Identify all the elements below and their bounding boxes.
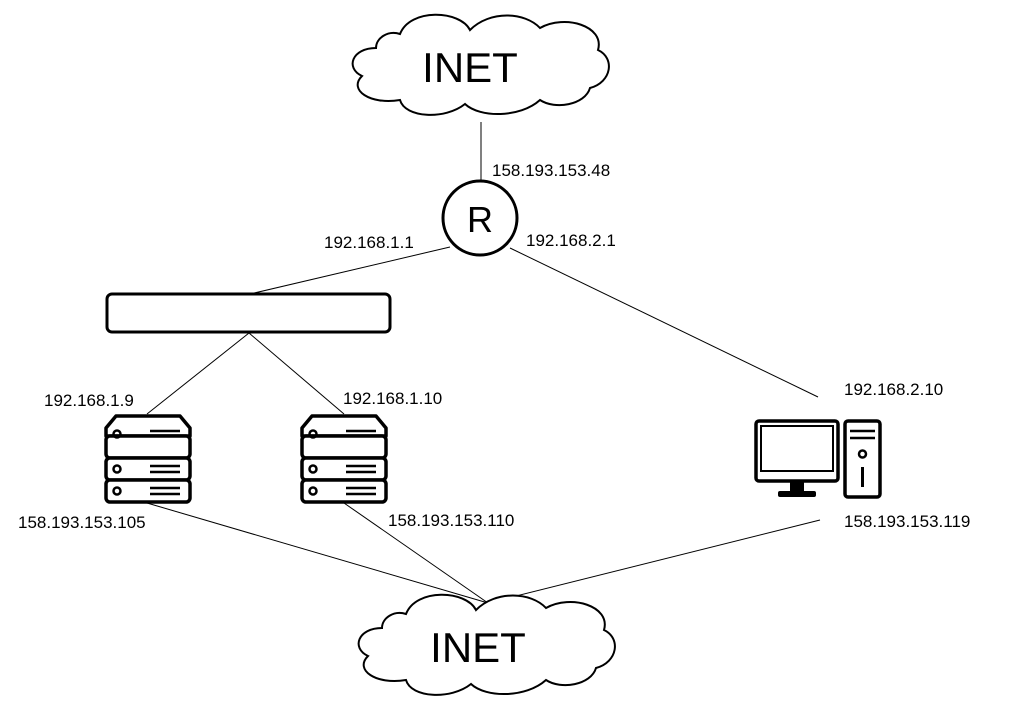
cloud-icon	[351, 13, 610, 116]
cloud-top: INET	[351, 13, 610, 116]
ip-labels: 158.193.153.48 192.168.1.1 192.168.2.1 1…	[18, 161, 970, 532]
router-wan-ip: 158.193.153.48	[492, 161, 610, 180]
desktop-computer	[754, 419, 882, 499]
link-router-pc	[509, 247, 819, 398]
connections	[146, 122, 821, 604]
server-1	[104, 414, 192, 504]
server-rack-icon	[104, 414, 192, 504]
network-switch-icon	[105, 292, 392, 334]
cloud-bottom-label: INET	[430, 624, 526, 671]
pc-lan-ip: 192.168.2.10	[844, 380, 943, 399]
server2-lan-ip: 192.168.1.10	[343, 389, 442, 408]
link-pc-cloud	[487, 519, 821, 604]
desktop-computer-icon	[754, 419, 882, 499]
router: R	[441, 179, 519, 257]
cloud-bottom: INET	[357, 593, 616, 696]
server-2	[300, 414, 388, 504]
link-server2-cloud	[343, 502, 489, 604]
cloud-top-label: INET	[422, 44, 518, 91]
server1-wan-ip: 158.193.153.105	[18, 513, 146, 532]
server2-wan-ip: 158.193.153.110	[388, 511, 514, 530]
link-switch-server1	[146, 332, 250, 415]
pc-wan-ip: 158.193.153.119	[844, 512, 970, 531]
server1-lan-ip: 192.168.1.9	[44, 391, 134, 410]
router-lan1-ip: 192.168.1.1	[324, 233, 414, 252]
link-server1-cloud	[146, 502, 489, 604]
link-switch-server2	[248, 332, 345, 415]
router-label: R	[467, 199, 493, 240]
server-rack-icon	[300, 414, 388, 504]
router-icon	[441, 179, 519, 257]
cloud-icon	[357, 593, 616, 696]
router-lan2-ip: 192.168.2.1	[526, 231, 616, 250]
link-router-switch	[249, 246, 451, 295]
